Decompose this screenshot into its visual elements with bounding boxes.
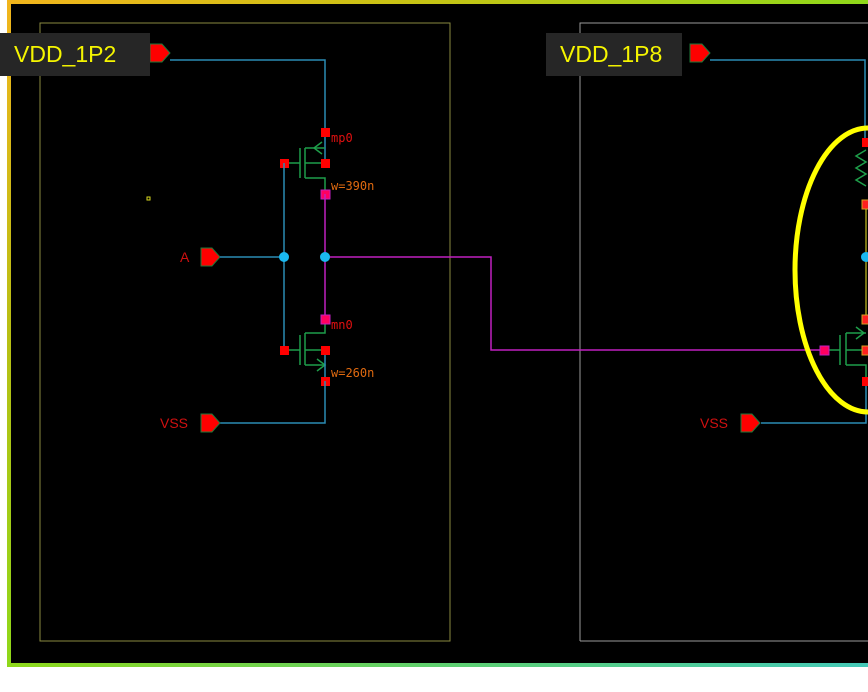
pmos-instance-label: mp0 [331, 131, 353, 145]
supply-callout-1p8: VDD_1P8 [546, 33, 682, 76]
right-nmos-gate-terminal[interactable] [819, 345, 830, 356]
input-pin-a-label: A [180, 249, 190, 265]
pmos-source-terminal[interactable] [321, 128, 330, 137]
nmos-instance-label: mn0 [331, 318, 353, 332]
pmos-width-label: w=390n [331, 179, 374, 193]
window-frame-bottom [7, 663, 868, 667]
vdd-1p8-wire[interactable] [710, 59, 866, 140]
output-junction-dot [320, 252, 330, 262]
supply-callout-1p2: VDD_1P2 [0, 33, 150, 76]
right-nmos[interactable] [819, 314, 868, 386]
nmos-width-label: w=260n [331, 366, 374, 380]
input-pin-a[interactable] [200, 247, 221, 267]
highlight-ellipse-annotation [792, 125, 868, 415]
right-cell-boundary [579, 22, 868, 641]
nmos-bulk-terminal[interactable] [321, 346, 330, 355]
resistor-bottom-terminal[interactable] [861, 199, 868, 210]
window-frame-left [7, 0, 11, 667]
right-junction-dot [861, 252, 868, 262]
right-nmos-drain-terminal[interactable] [861, 314, 868, 325]
vss-wire-left[interactable] [220, 381, 326, 424]
right-nmos-bulk-terminal[interactable] [861, 345, 868, 356]
supply-callout-1p2-text: VDD_1P2 [14, 41, 117, 67]
resistor-top-terminal[interactable] [862, 138, 868, 147]
nmos-drain-terminal[interactable] [320, 314, 331, 325]
nmos-gate-terminal[interactable] [280, 346, 289, 355]
vdd-1p8-pin[interactable] [689, 43, 711, 63]
vss-pin-left[interactable] [200, 413, 221, 433]
left-cell-boundary [39, 22, 451, 642]
vdd-wire[interactable] [170, 59, 326, 132]
vss-pin-left-label: VSS [160, 415, 188, 431]
vdd-1p2-pin[interactable] [149, 43, 171, 63]
gate-junction-dot [279, 252, 289, 262]
vss-pin-right-label: VSS [700, 415, 728, 431]
vss-wire-right[interactable] [761, 386, 867, 424]
output-net-route[interactable] [325, 256, 824, 351]
origin-marker [146, 196, 151, 201]
pmos-bulk-terminal[interactable] [321, 159, 330, 168]
vss-pin-right[interactable] [740, 413, 761, 433]
right-nmos-source-terminal[interactable] [862, 377, 868, 386]
supply-callout-1p8-text: VDD_1P8 [560, 41, 663, 67]
nmos-mn0[interactable]: mn0 w=260n [280, 314, 374, 386]
canvas-background [11, 4, 868, 663]
pmos-mp0[interactable]: mp0 w=390n [280, 128, 374, 200]
